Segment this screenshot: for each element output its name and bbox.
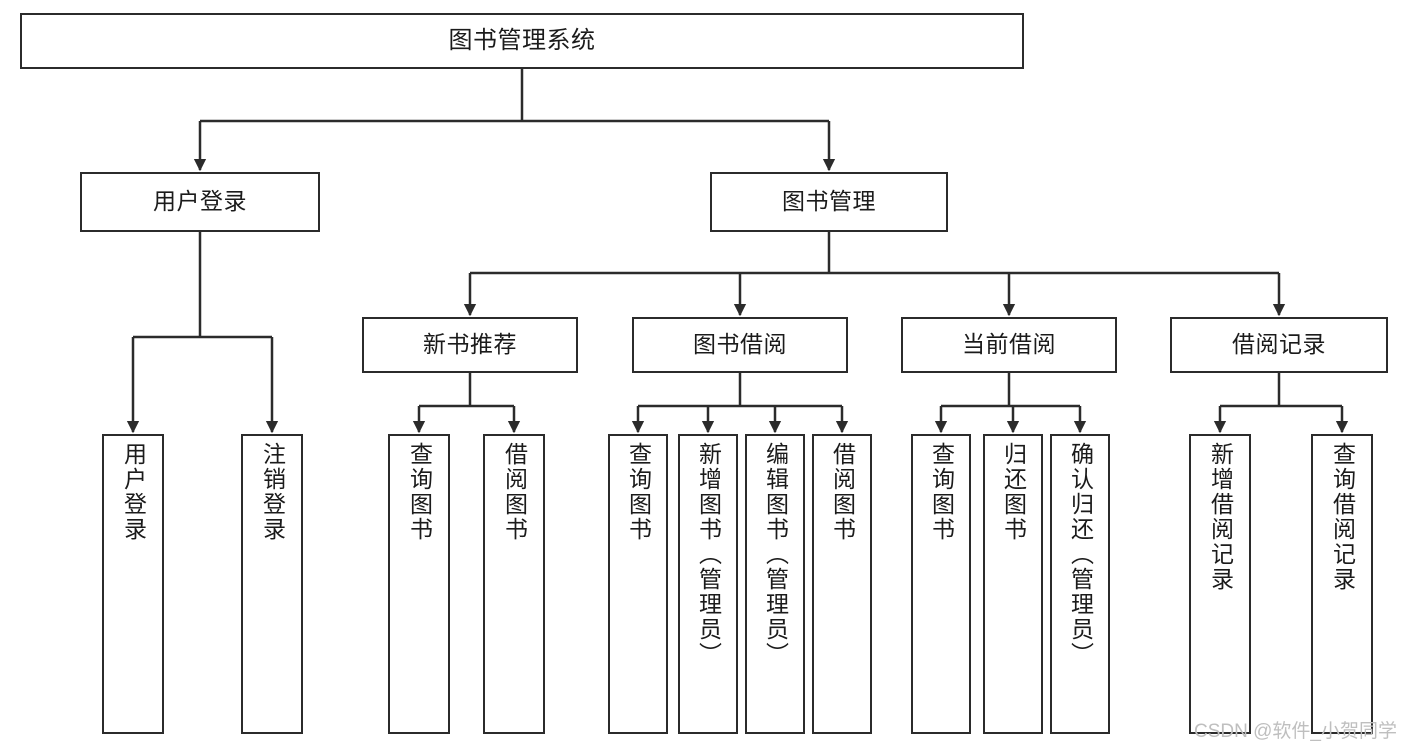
node-leaf-add-book[interactable]: 新增图书（管理员）	[678, 434, 738, 734]
node-leaf-query-book-borrow[interactable]: 查询图书	[608, 434, 668, 734]
node-book-manage-label: 图书管理	[782, 188, 876, 215]
node-book-borrow[interactable]: 图书借阅	[632, 317, 848, 373]
node-leaf-user-login[interactable]: 用户登录	[102, 434, 164, 734]
node-user-login[interactable]: 用户登录	[80, 172, 320, 232]
node-leaf-user-login-label: 用户登录	[120, 442, 147, 542]
node-leaf-add-borrow-record[interactable]: 新增借阅记录	[1189, 434, 1251, 734]
node-borrow-record-label: 借阅记录	[1232, 331, 1326, 358]
node-leaf-query-book-current[interactable]: 查询图书	[911, 434, 971, 734]
node-leaf-borrow-book-recommend-label: 借阅图书	[501, 442, 528, 542]
node-leaf-add-book-label: 新增图书（管理员）	[695, 442, 722, 667]
node-current-borrow[interactable]: 当前借阅	[901, 317, 1117, 373]
node-leaf-edit-book[interactable]: 编辑图书（管理员）	[745, 434, 805, 734]
node-new-book-recommend[interactable]: 新书推荐	[362, 317, 578, 373]
node-leaf-query-book-recommend-label: 查询图书	[406, 442, 433, 542]
node-root[interactable]: 图书管理系统	[20, 13, 1024, 69]
node-borrow-record[interactable]: 借阅记录	[1170, 317, 1388, 373]
node-leaf-confirm-return[interactable]: 确认归还（管理员）	[1050, 434, 1110, 734]
node-leaf-borrow-book[interactable]: 借阅图书	[812, 434, 872, 734]
node-leaf-query-book-borrow-label: 查询图书	[625, 442, 652, 542]
watermark: CSDN @软件_小贺同学	[1194, 721, 1397, 742]
node-current-borrow-label: 当前借阅	[962, 331, 1056, 358]
node-leaf-edit-book-label: 编辑图书（管理员）	[762, 442, 789, 667]
node-leaf-return-book-label: 归还图书	[1000, 442, 1027, 542]
node-leaf-return-book[interactable]: 归还图书	[983, 434, 1043, 734]
node-new-book-recommend-label: 新书推荐	[423, 331, 517, 358]
node-leaf-logout-label: 注销登录	[259, 442, 286, 542]
node-leaf-query-borrow-record-label: 查询借阅记录	[1329, 442, 1356, 592]
node-leaf-borrow-book-recommend[interactable]: 借阅图书	[483, 434, 545, 734]
node-book-manage[interactable]: 图书管理	[710, 172, 948, 232]
node-leaf-confirm-return-label: 确认归还（管理员）	[1067, 442, 1094, 667]
node-leaf-query-book-current-label: 查询图书	[928, 442, 955, 542]
node-book-borrow-label: 图书借阅	[693, 331, 787, 358]
node-root-label: 图书管理系统	[448, 26, 596, 54]
node-leaf-add-borrow-record-label: 新增借阅记录	[1207, 442, 1234, 592]
node-leaf-query-book-recommend[interactable]: 查询图书	[388, 434, 450, 734]
node-user-login-label: 用户登录	[153, 188, 247, 215]
node-leaf-query-borrow-record[interactable]: 查询借阅记录	[1311, 434, 1373, 734]
node-leaf-logout[interactable]: 注销登录	[241, 434, 303, 734]
node-leaf-borrow-book-label: 借阅图书	[829, 442, 856, 542]
